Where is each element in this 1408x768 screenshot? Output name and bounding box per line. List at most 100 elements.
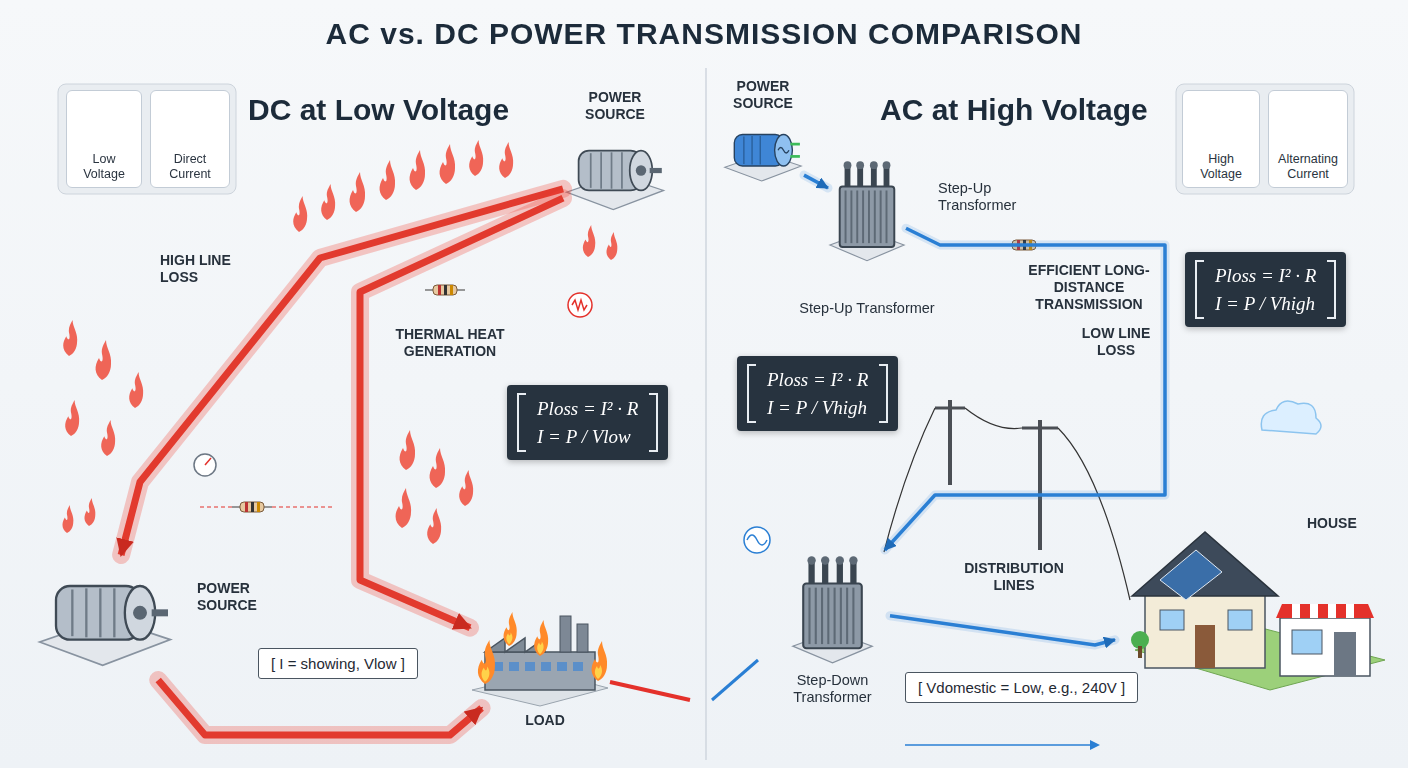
utility-pole-part — [1022, 427, 1058, 430]
dc-wire-glow — [158, 680, 481, 735]
resistor-symbol — [200, 240, 1044, 512]
house-part — [1292, 604, 1354, 618]
resistor-symbol-part — [232, 502, 272, 512]
node-label: [ I = showing, Vlow ] — [271, 655, 405, 672]
generator-part — [40, 586, 171, 665]
dc-wire — [158, 680, 481, 735]
dc-wire — [121, 189, 563, 555]
generator-part — [566, 151, 663, 210]
section-heading: AC at High Voltage — [880, 92, 1148, 128]
heat-flames-part — [84, 498, 95, 526]
generator — [40, 135, 802, 666]
heat-flames-part — [400, 430, 416, 470]
heat-flames-part — [350, 172, 366, 212]
callout-label: THERMAL HEAT GENERATION — [390, 326, 510, 360]
heat-flames-part — [129, 372, 143, 408]
house-part — [1138, 646, 1142, 658]
generator-part — [725, 135, 802, 181]
gauge-icon-part — [205, 458, 211, 465]
ac-line-glow — [890, 616, 1115, 645]
heat-flames-part — [410, 150, 426, 190]
heat-flames-part — [63, 320, 77, 356]
heat-flames-part — [583, 225, 595, 257]
decorative-wire-part — [712, 660, 758, 700]
house-part — [1334, 632, 1356, 676]
transformer-part — [793, 556, 872, 663]
heat-flames-part — [396, 488, 412, 528]
icon-panel — [58, 84, 1354, 194]
cold-icon-part — [1261, 401, 1321, 434]
house — [1131, 532, 1385, 690]
house-part — [1228, 610, 1252, 630]
heat-flames-part — [430, 448, 446, 488]
node-label: HOUSE — [1307, 515, 1377, 532]
icon-box: Alternating Current — [1268, 90, 1348, 188]
formula-text: Ploss = I² · R — [1215, 262, 1316, 290]
factory-part-part — [557, 662, 567, 671]
factory-part-part — [573, 662, 583, 671]
cold-icon — [1261, 401, 1321, 434]
formula-text: I = P / Vhigh — [1215, 290, 1316, 318]
callout-label: HIGH LINE LOSS — [160, 252, 250, 286]
ac-line-glow — [885, 228, 1165, 550]
factory-part — [534, 620, 548, 656]
icon-label: High Voltage — [1186, 152, 1256, 181]
gauge-icon-part — [194, 454, 216, 476]
factory-part — [560, 616, 571, 652]
ac-line — [885, 228, 1165, 550]
heat-flames-part — [606, 232, 617, 260]
utility-pole-part — [1058, 428, 1130, 600]
node-label: Step-Down Transformer — [775, 672, 890, 707]
formula-box: Ploss = I² · RI = P / Vlow — [507, 385, 668, 460]
icon-box: Low Voltage — [66, 90, 142, 188]
utility-pole-part — [1038, 420, 1042, 550]
house-part-part — [1310, 604, 1318, 618]
icon-panel-part — [1176, 84, 1354, 194]
transformer: Step-Up TransformerStep-Up Transformer — [828, 150, 906, 268]
heat-flames-part — [62, 505, 73, 533]
icon-box: Direct Current — [150, 90, 230, 188]
resistor-symbol-part — [200, 506, 232, 507]
heat-flames-part — [380, 160, 396, 200]
heat-flames-part — [469, 140, 483, 176]
icon-label: Alternating Current — [1272, 152, 1344, 181]
heat-flames-part — [440, 144, 456, 184]
generator: POWER SOURCE — [563, 135, 667, 213]
factory-part — [504, 612, 517, 646]
callout-label: DISTRIBUTION LINES — [958, 560, 1070, 594]
decorative-wire-part — [1090, 740, 1100, 750]
formula-box: Ploss = I² · RI = P / Vhigh — [1185, 252, 1346, 327]
factory — [472, 612, 608, 706]
gauge-icon-part — [572, 300, 587, 310]
callout-label: LOW LINE LOSS — [1078, 325, 1154, 359]
generator: POWER SOURCE — [35, 555, 175, 680]
house-part — [1280, 618, 1370, 676]
heat-flames-part — [101, 420, 115, 456]
factory-part — [478, 640, 495, 684]
formula-text: I = P / Vhigh — [767, 394, 868, 422]
dc-wire-glow — [121, 189, 563, 555]
icon-panel-part — [58, 84, 236, 194]
ac-line — [885, 228, 1165, 550]
gauge-icon — [194, 293, 770, 553]
utility-pole-part — [948, 400, 952, 485]
factory-part — [493, 662, 583, 671]
house-part — [1145, 590, 1265, 668]
icon-label: Low Voltage — [70, 152, 138, 181]
gauge-icon-part — [747, 535, 767, 545]
transformer-part — [830, 161, 904, 260]
house-part-part — [1292, 604, 1300, 618]
factory-part-part — [525, 662, 535, 671]
heat-flames-part — [321, 184, 335, 220]
heat-flames-part — [427, 508, 441, 544]
ac-line-glow — [804, 175, 828, 188]
heat-flames-part — [293, 196, 307, 232]
formula-box: Ploss = I² · RI = P / Vhigh — [737, 356, 898, 431]
heat-flames-part — [96, 340, 112, 380]
resistor-symbol-part — [425, 285, 465, 295]
ac-line — [804, 175, 828, 188]
resistor-symbol-part — [272, 506, 335, 507]
house-part — [1276, 604, 1374, 618]
utility-pole-part — [965, 408, 1022, 429]
